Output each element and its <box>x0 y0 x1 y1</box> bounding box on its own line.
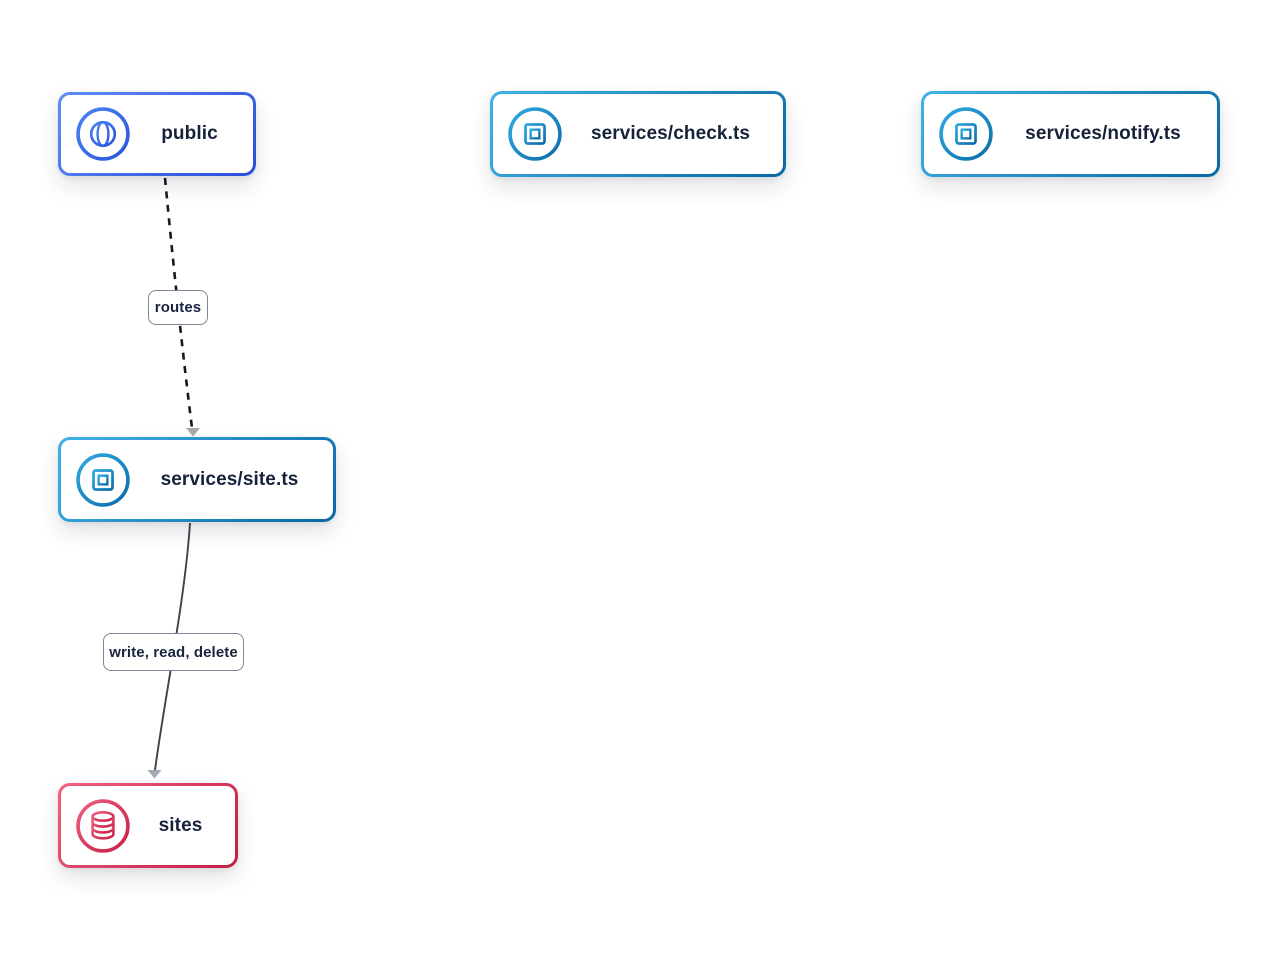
node-services-notify[interactable]: services/notify.ts <box>921 91 1220 177</box>
cpu-chip-icon <box>74 451 132 509</box>
cpu-chip-icon <box>506 105 564 163</box>
database-icon <box>74 797 132 855</box>
node-label: sites <box>158 814 203 836</box>
node-services-check[interactable]: services/check.ts <box>490 91 786 177</box>
edge-label-routes: routes <box>148 290 208 325</box>
node-label: services/site.ts <box>160 468 299 490</box>
node-sites-database[interactable]: sites <box>58 783 238 868</box>
edge-label-write-read-delete: write, read, delete <box>103 633 244 671</box>
node-public[interactable]: public <box>58 92 256 176</box>
edge-site-to-sites-arrowhead <box>147 770 162 779</box>
node-services-site[interactable]: services/site.ts <box>58 437 336 522</box>
cpu-chip-icon <box>937 105 995 163</box>
globe-icon <box>74 105 132 163</box>
node-label: services/notify.ts <box>1025 123 1181 144</box>
node-label: services/check.ts <box>590 123 751 144</box>
edge-public-to-site-arrowhead <box>186 428 200 437</box>
node-label: public <box>161 123 218 144</box>
